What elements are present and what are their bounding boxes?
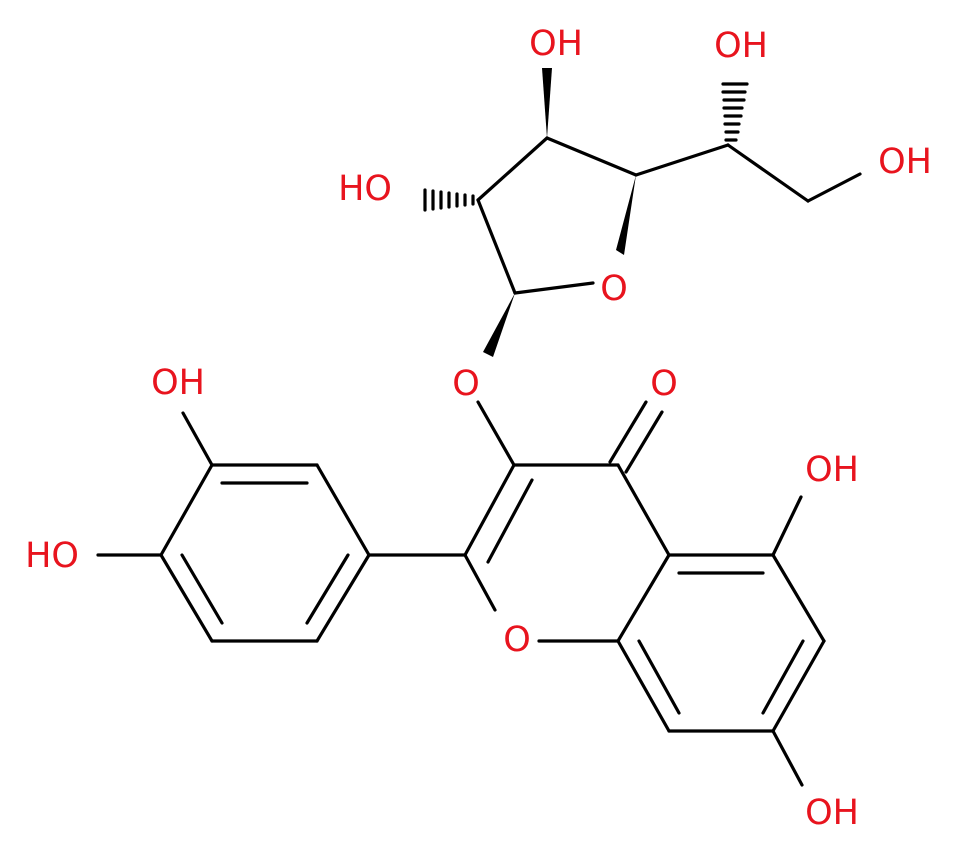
hash-c2-oh xyxy=(423,188,475,212)
oh-catechol-lower-label: HO xyxy=(25,536,79,576)
oh-sidechain-top-label: OH xyxy=(714,26,768,66)
o-ring-chromone-label: O xyxy=(503,620,531,660)
wedge-c5-ring-o xyxy=(616,175,636,255)
o-glycosidic-label: O xyxy=(452,364,480,404)
hash-side-oh xyxy=(721,82,749,142)
pyranone-ring xyxy=(463,463,671,643)
oh-c7-label: OH xyxy=(805,793,859,833)
bond-c5-oh xyxy=(771,495,803,557)
o-ring-furanose-label: O xyxy=(600,269,628,309)
oh-sidechain-terminal-label: OH xyxy=(878,142,932,182)
bond-catechol-oh-upper xyxy=(181,411,214,467)
wedge-anomeric-o xyxy=(483,293,515,357)
wedge-c3-oh xyxy=(542,68,552,138)
bond-c5-side-carbon xyxy=(634,143,730,177)
benzo-ring xyxy=(616,553,826,733)
o-carbonyl-label: O xyxy=(650,364,678,404)
catechol-ring xyxy=(159,463,371,643)
bond-c3-o-glycosidic xyxy=(476,400,516,467)
bond-c7-oh xyxy=(771,729,804,787)
carbonyl-double-bond xyxy=(608,400,664,474)
bond-ch2-oh xyxy=(806,172,862,203)
oh-catechol-upper-label: OH xyxy=(151,363,205,403)
oh-furanose-left-label: HO xyxy=(338,169,392,209)
bond-side-ch2 xyxy=(726,143,810,203)
furanose-ring xyxy=(476,136,638,295)
oh-furanose-top-label: OH xyxy=(529,24,583,64)
oh-c5-label: OH xyxy=(805,450,859,490)
